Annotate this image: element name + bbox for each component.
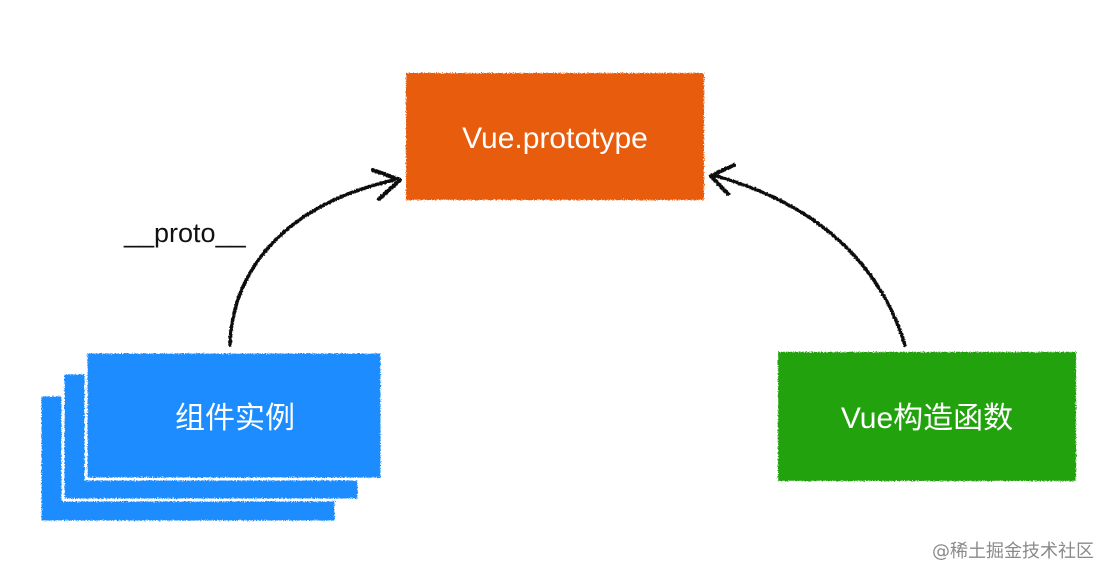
instance-node: 组件实例 xyxy=(38,350,384,524)
instance-label: 组件实例 xyxy=(175,402,295,435)
instance-arrow-line xyxy=(228,178,396,347)
constructor-to-prototype-edge xyxy=(709,163,907,347)
prototype-label: Vue.prototype xyxy=(462,122,648,155)
prototype-box xyxy=(406,73,704,200)
watermark: @稀土掘金技术社区 xyxy=(932,541,1094,562)
prototype-node: Vue.prototype xyxy=(406,73,704,200)
constructor-arrowhead xyxy=(709,163,736,196)
instance-to-prototype-edge xyxy=(228,168,402,347)
instance-box-front xyxy=(84,350,384,481)
instance-arrowhead xyxy=(371,168,402,201)
constructor-node: Vue构造函数 xyxy=(778,352,1076,481)
constructor-label: Vue构造函数 xyxy=(841,402,1013,435)
constructor-arrow-line xyxy=(714,174,907,347)
constructor-box xyxy=(778,352,1076,481)
proto-edge-label: __proto__ xyxy=(123,218,247,248)
